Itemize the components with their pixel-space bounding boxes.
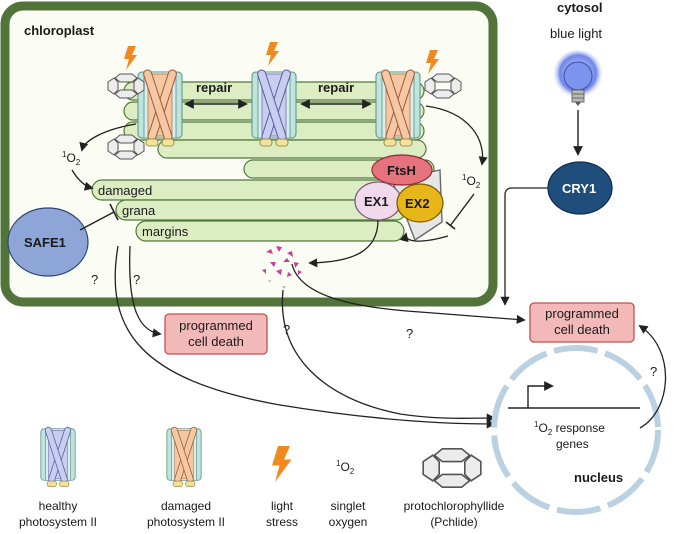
chloroplast-label: chloroplast [24,23,95,38]
legend-pchlide-line2: (Pchlide) [430,515,477,529]
legend-light-line2: stress [266,515,298,529]
damaged-grana-label: damaged [98,183,152,198]
singlet-oxygen-label-right: 1O2 [462,173,481,190]
pcd-right-line1: programmed [545,306,619,321]
question-mark-4: ? [406,326,413,341]
pcd-left-line1: programmed [179,318,253,333]
nucleus-label: nucleus [574,470,623,485]
protein-fragments-icon [262,246,302,289]
arrow-genes-to-pcd [638,324,667,429]
legend: healthy photosystem II damaged photosyst… [19,426,505,529]
safe1-inhibits-grana [79,211,115,231]
ex2-protein [396,183,444,223]
pcd-left-line2: cell death [188,334,244,349]
legend-pchlide-line1: protochlorophyllide [404,499,505,513]
response-genes-label: 1O2 response [534,420,605,437]
legend-damaged-line2: photosystem II [147,515,225,529]
cytosol-label: cytosol [557,0,603,15]
arrow-grana-to-nucleus [114,245,496,429]
pcd-right-line2: cell death [554,322,610,337]
arrow-cry1-to-pcd [500,187,548,306]
damaged-photosystem-icon [166,426,202,487]
safe1-label: SAFE1 [24,235,66,250]
protochlorophyllide-icon [422,447,482,489]
cry1-label: CRY1 [562,181,596,196]
arrow-ex-loop [399,232,449,243]
arrow-o2-to-damaged [71,169,94,191]
legend-healthy-line2: photosystem II [19,515,97,529]
singlet-oxygen-label-left: 1O2 [62,150,81,167]
response-genes-label-line2: genes [556,437,589,451]
gene-promoter-arrow [527,381,554,408]
ex2-label: EX2 [405,196,430,211]
question-mark-3: ? [283,322,290,337]
ex1-label: EX1 [364,194,389,209]
legend-healthy-line1: healthy [39,499,78,513]
legend-singlet-line1: singlet [331,499,366,513]
healthy-photosystem-center [251,68,297,147]
arrow-fragments-to-pcd [291,263,526,324]
repair-label-left: repair [196,80,232,95]
arrow-fragments-to-nucleus [281,289,496,423]
ftsh-label: FtsH [387,163,416,178]
o2-inhibits-ex2 [449,193,475,227]
light-bulb-icon [563,61,593,91]
healthy-photosystem-icon [40,426,76,487]
question-mark-1: ? [91,272,98,287]
singlet-oxygen-icon: 1O2 [336,459,355,476]
legend-damaged-line1: damaged [161,499,211,513]
repair-label-right: repair [318,80,354,95]
pcd-box-right [529,302,635,343]
arrow-ex1-to-fragments [308,219,379,268]
arrow-grana-to-pcd [129,245,162,338]
damaged-photosystem-left [137,68,183,147]
safe1-protein [7,207,89,277]
pcd-box-left [164,313,268,355]
legend-light-line1: light [271,499,294,513]
margins-label: margins [142,224,189,239]
question-mark-5: ? [650,364,657,379]
grana-label: grana [122,203,156,218]
damaged-photosystem-right [375,68,421,147]
ftsh-protein [371,154,433,186]
arrow-ps-to-o2-right [425,105,488,166]
legend-singlet-line2: oxygen [329,515,368,529]
question-mark-2: ? [133,272,140,287]
lightning-icon [272,446,292,482]
blue-light-label: blue light [550,26,602,41]
nucleus-envelope [491,345,661,515]
thylakoid-grana-stack [91,81,435,242]
arrow-ps-to-o2-left [79,123,137,152]
